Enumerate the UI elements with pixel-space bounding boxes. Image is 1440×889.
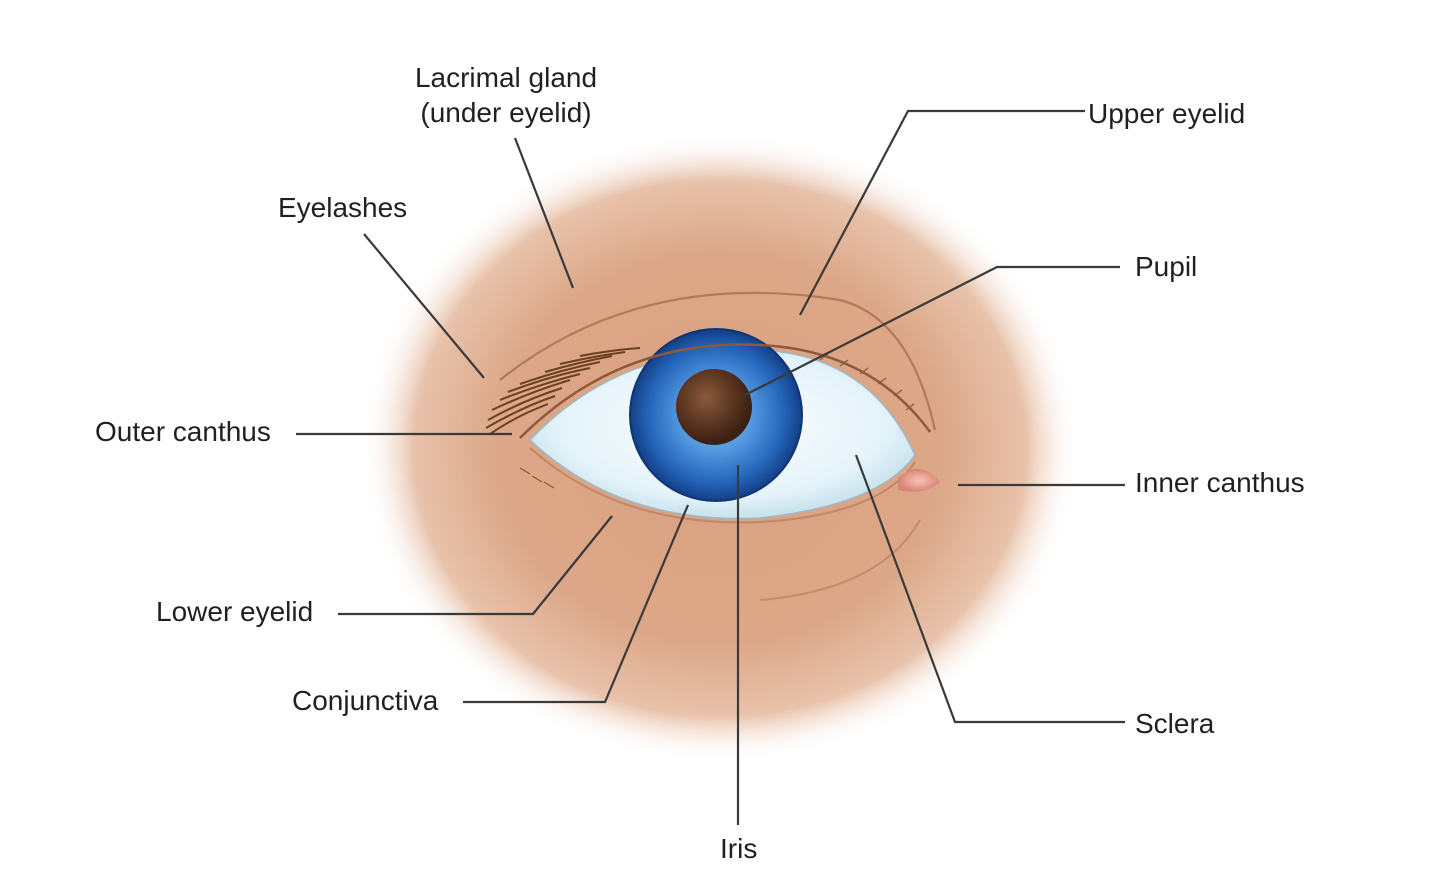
label-lacrimal-gland: Lacrimal gland (under eyelid) [392, 60, 620, 130]
label-lacrimal-gland-line1: Lacrimal gland [414, 62, 598, 93]
label-inner-canthus: Inner canthus [1135, 467, 1305, 498]
eyelashes-shape [485, 347, 641, 435]
label-lower-eyelid: Lower eyelid [156, 596, 314, 627]
leader-lower-eyelid [338, 515, 613, 616]
leader-eyelashes [363, 233, 485, 379]
lower-eyelid-fold [759, 519, 921, 601]
label-lacrimal-gland-line2: (under eyelid) [420, 97, 592, 128]
label-pupil: Pupil [1135, 251, 1198, 282]
leader-sclera [854, 454, 1125, 724]
lower-lashes [519, 467, 555, 489]
label-conjunctiva: Conjunctiva [292, 685, 439, 716]
upper-lashes-inner [819, 353, 915, 411]
label-iris: Iris [720, 833, 758, 864]
label-eyelashes: Eyelashes [278, 192, 408, 223]
lower-lid-margin [529, 447, 916, 524]
label-sclera: Sclera [1135, 708, 1215, 739]
pupil-shape [676, 369, 752, 445]
label-upper-eyelid: Upper eyelid [1088, 98, 1246, 129]
upper-lid-margin [519, 343, 932, 439]
leader-conjunctiva [463, 504, 690, 704]
leader-lines [296, 109, 1125, 825]
label-outer-canthus: Outer canthus [95, 416, 271, 447]
upper-eyelid-crease [499, 291, 937, 431]
leader-upper-eyelid [799, 109, 1085, 316]
leader-pupil [744, 265, 1120, 396]
caruncle-shape [898, 468, 940, 492]
leader-lacrimal-gland [513, 137, 575, 289]
